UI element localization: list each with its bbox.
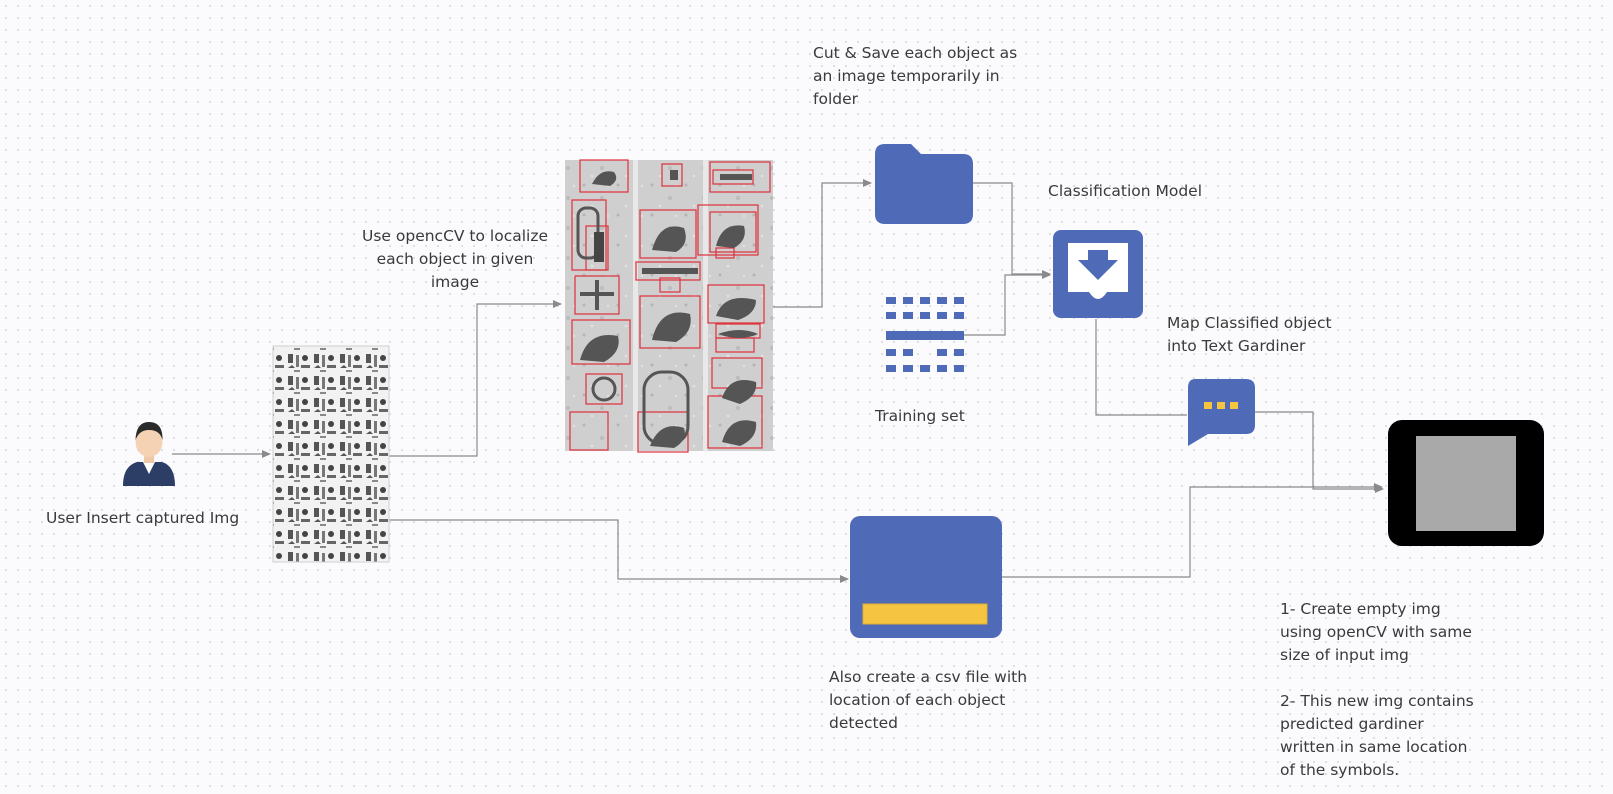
chat-bubble-icon: [1188, 379, 1255, 446]
download-tray-icon: [1053, 230, 1143, 318]
localize-label: Use opencCV to localize each object in g…: [361, 227, 549, 291]
dataset-grid-icon: [886, 297, 964, 372]
hieroglyph-marks: [576, 170, 758, 448]
cut-save-label: Cut & Save each object as an image tempo…: [813, 44, 1018, 108]
output-steps-label: 1- Create empty img using openCV with sa…: [1280, 600, 1474, 779]
hieroglyph-image: [272, 345, 390, 563]
map-classified-label: Map Classified object into Text Gardiner: [1167, 314, 1332, 355]
folder-icon: [875, 144, 973, 224]
connector-detected-to-folder: [772, 179, 872, 308]
output-image-icon: [1388, 420, 1544, 546]
classification-model-label: Classification Model: [1048, 182, 1203, 200]
training-set-label: Training set: [875, 407, 965, 425]
connector-input-to-csv: [387, 519, 849, 583]
connectors: [172, 179, 1384, 583]
window-icon: [850, 516, 1002, 638]
detection-boxes: [569, 159, 771, 453]
user-avatar-icon: [123, 422, 175, 486]
connector-training-to-model: [962, 271, 1051, 336]
connector-model-to-chat: [1095, 319, 1187, 416]
detected-hieroglyphs-image: [565, 159, 773, 453]
csv-label: Also create a csv file with location of …: [829, 668, 1028, 732]
connector-folder-to-model: [972, 182, 1051, 278]
user-label: User Insert captured Img: [46, 509, 240, 527]
connector-input-to-detected: [387, 300, 562, 457]
connector-chat-to-output: [1252, 411, 1384, 493]
connector-csv-to-output: [999, 483, 1383, 578]
